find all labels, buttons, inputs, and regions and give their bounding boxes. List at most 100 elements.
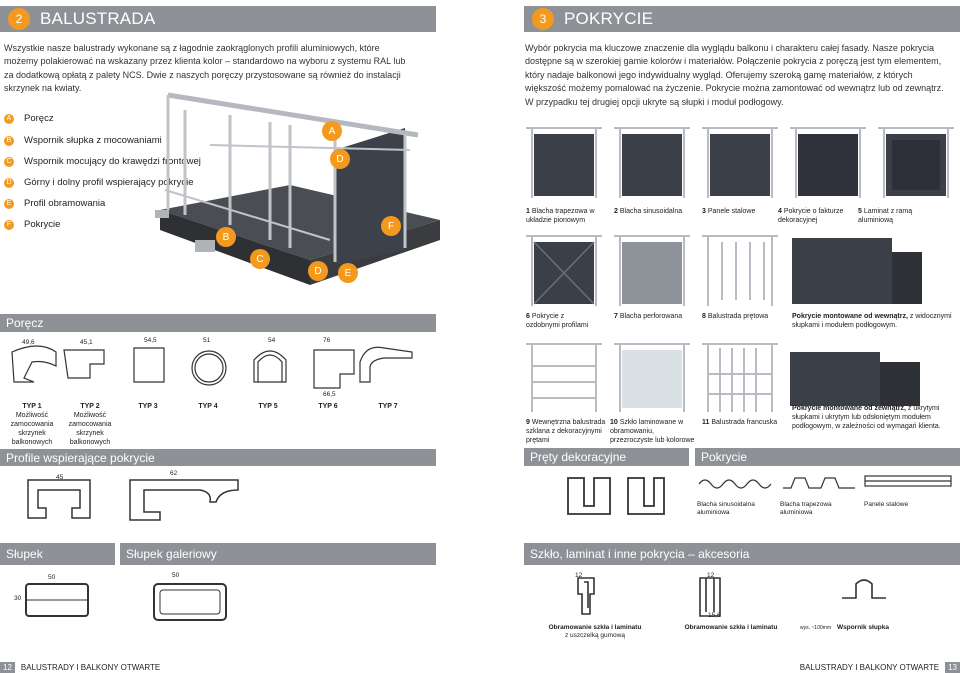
- infill-num: 5: [858, 208, 862, 215]
- callout-a: A: [322, 121, 342, 141]
- typ3-label: TYP 3: [128, 402, 168, 411]
- callout-e: E: [338, 263, 358, 283]
- infill-name: Balustrada francuska: [711, 419, 778, 426]
- typ-note: Możliwość zamocowania skrzynek balkonowy…: [68, 412, 112, 446]
- profile-label-trapez: Blacha trapezowa aluminiowa: [780, 501, 832, 516]
- post-drawing: [25, 583, 89, 617]
- typ1-label: TYP 1 Możliwość zamocowania skrzynek balk…: [4, 402, 60, 447]
- typ-name: TYP 6: [318, 403, 338, 410]
- acc-title: Obramowanie szkła i laminatu: [548, 624, 642, 631]
- infill-name: Blacha perforowana: [619, 313, 683, 320]
- infill-name: Balustrada prętowa: [707, 313, 769, 320]
- infill-label-4: 4 Pokrycie o fakturze dekoracyjnej: [778, 207, 858, 225]
- dim-d6c: 66,5: [323, 391, 336, 398]
- infill-label-1: 1 Blacha trapezowa w układzie pionowym: [526, 207, 606, 225]
- typ-name: TYP 7: [378, 403, 398, 410]
- balustrade-intro: Wszystkie nasze balustrady wykonane są z…: [4, 43, 406, 94]
- typ5-label: TYP 5: [248, 402, 288, 411]
- legend-f: F Pokrycie: [4, 219, 60, 230]
- legend-key: A: [4, 113, 14, 124]
- infill-name: Wewnętrzna balustrada szklana z dekoracy…: [526, 419, 606, 444]
- rail-profiles-drawing: [11, 345, 413, 389]
- infill-num: 1: [526, 208, 530, 215]
- infill-num: 3: [702, 208, 706, 215]
- profile-label-panels: Panele stalowe: [864, 501, 909, 508]
- dim-a3: 12: [707, 572, 715, 579]
- section-title: BALUSTRADA: [40, 9, 156, 28]
- legend-label: Pokrycie: [24, 219, 61, 230]
- section-number: 2: [8, 8, 30, 30]
- dim-a5: 15,6: [708, 612, 721, 619]
- acc-title: Wspornik słupka: [836, 624, 889, 631]
- dim-d3a: 54,5: [144, 337, 157, 344]
- typ-name: TYP 3: [138, 403, 158, 410]
- legend-label: Wspornik mocujący do krawędzi frontowej: [24, 156, 201, 167]
- dim-g1: 50: [172, 572, 180, 579]
- dim-d4a: 51: [203, 337, 211, 344]
- legend-c: C Wspornik mocujący do krawędzi frontowej: [4, 156, 201, 167]
- typ-name: TYP 5: [258, 403, 278, 410]
- infill-label-2: 2 Blacha sinusoidalna: [614, 207, 694, 216]
- gallery-post-band: Słupek galeriowy: [120, 543, 436, 565]
- dim-a1: 12: [575, 572, 583, 579]
- support-profiles-band: Profile wspierające pokrycie: [0, 449, 436, 466]
- legend-key: B: [4, 135, 14, 146]
- decorative-bar-drawing: [567, 477, 665, 515]
- infill-label-7: 7 Blacha perforowana: [614, 312, 694, 321]
- dim-s2: 62: [170, 470, 178, 477]
- mount-outside-title: Pokrycie montowane od zewnątrz,: [792, 405, 906, 412]
- legend-label: Wspornik słupka z mocowaniami: [24, 135, 162, 146]
- infill-intro: Wybór pokrycia ma kluczowe znaczenie dla…: [525, 43, 944, 107]
- mount-inside-note: Pokrycie montowane od wewnątrz, z widocz…: [792, 312, 952, 330]
- infill-profiles-band: Pokrycie: [695, 448, 960, 466]
- infill-label-5: 5 Laminat z ramą aluminiową: [858, 207, 948, 225]
- legend-label: Poręcz: [24, 113, 54, 124]
- infill-num: 7: [614, 313, 618, 320]
- acc-sub: z uszczelką gumową: [565, 632, 625, 639]
- infill-profiles-drawing: [698, 475, 952, 489]
- infill-label-8: 8 Balustrada prętowa: [702, 312, 782, 321]
- infill-thumbnails-row2: [526, 235, 922, 306]
- callout-c: C: [250, 249, 270, 269]
- infill-name: Blacha trapezowa w układzie pionowym: [526, 208, 595, 224]
- dim-d6a: 76: [323, 337, 331, 344]
- infill-num: 2: [614, 208, 618, 215]
- decorative-bars-band: Pręty dekoracyjne: [524, 448, 689, 466]
- dim-d5a: 54: [268, 337, 276, 344]
- legend-key: F: [4, 219, 14, 230]
- infill-num: 4: [778, 208, 782, 215]
- legend-key: C: [4, 156, 14, 167]
- legend-a: A Poręcz: [4, 113, 54, 124]
- page-number: 12: [0, 662, 15, 673]
- infill-num: 8: [702, 313, 706, 320]
- infill-name: Panele stalowe: [707, 208, 756, 215]
- infill-num: 9: [526, 419, 530, 426]
- callout-d-bottom: D: [308, 261, 328, 281]
- mount-outside-text: z ukrytymi słupkami i ukrytym lub odsłon…: [792, 405, 941, 430]
- footer-text: BALUSTRADY I BALKONY OTWARTE: [799, 663, 940, 672]
- mount-inside-title: Pokrycie montowane od wewnątrz,: [792, 313, 908, 320]
- infill-name: Pokrycie z ozdobnymi profilami: [526, 313, 589, 329]
- infill-name: Szkło laminowane w obramowaniu, przezroc…: [610, 419, 695, 444]
- infill-label-9: 9 Wewnętrzna balustrada szklana z dekora…: [526, 418, 606, 445]
- dim-p2: 30: [14, 595, 22, 602]
- infill-label-6: 6 Pokrycie z ozdobnymi profilami: [526, 312, 596, 330]
- typ4-label: TYP 4: [188, 402, 228, 411]
- legend-label: Górny i dolny profil wspierający pokryci…: [24, 177, 194, 188]
- page-number: 13: [945, 662, 960, 673]
- typ-name: TYP 1: [22, 403, 42, 410]
- typ-name: TYP 4: [198, 403, 218, 410]
- typ-note: Możliwość zamocowania skrzynek balkonowy…: [10, 412, 54, 446]
- glass-accessories-band: Szkło, laminat i inne pokrycia – akcesor…: [524, 543, 960, 565]
- rail-band: Poręcz: [0, 314, 436, 332]
- section-3-header: 3 POKRYCIE: [524, 6, 960, 32]
- typ6-label: TYP 6: [308, 402, 348, 411]
- dim-s1: 45: [56, 474, 64, 481]
- dim-d2a: 45,1: [80, 339, 93, 346]
- callout-b: B: [216, 227, 236, 247]
